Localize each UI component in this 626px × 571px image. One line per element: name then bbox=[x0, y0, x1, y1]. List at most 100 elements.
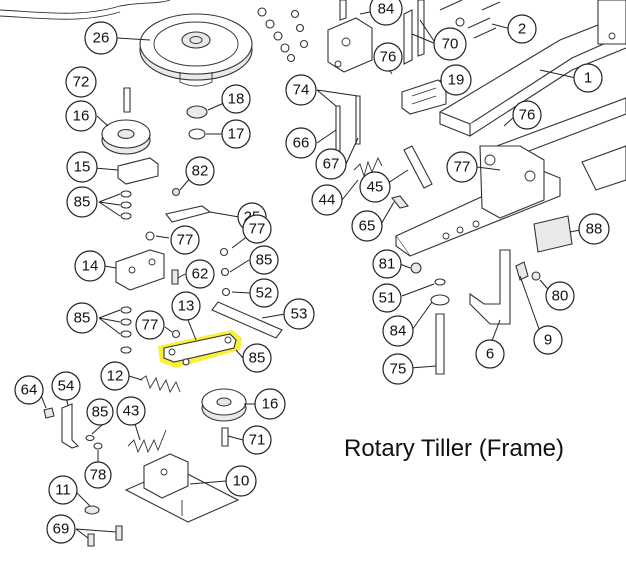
callout-16-lower: 16 bbox=[254, 388, 286, 420]
svg-text:51: 51 bbox=[379, 290, 396, 307]
svg-text:6: 6 bbox=[486, 346, 494, 363]
callout-14: 14 bbox=[74, 250, 106, 282]
hardware-stack-top bbox=[257, 7, 309, 63]
callout-44: 44 bbox=[311, 184, 343, 216]
callout-64: 64 bbox=[14, 375, 44, 405]
nut-11-drawing bbox=[84, 505, 100, 515]
spacer-17-drawing bbox=[188, 128, 206, 140]
svg-text:82: 82 bbox=[192, 163, 209, 180]
belt-drawing-edge bbox=[0, 11, 121, 20]
nut-77-a-drawing bbox=[145, 231, 155, 241]
bolt-69-b-drawing bbox=[115, 525, 123, 541]
bolt-65-drawing bbox=[391, 195, 409, 209]
callout-10: 10 bbox=[225, 465, 257, 497]
frame-1-drawing bbox=[395, 0, 626, 257]
washers-85-a-drawing bbox=[120, 190, 132, 220]
callout-51: 51 bbox=[372, 283, 402, 313]
bolt-66-drawing bbox=[335, 105, 341, 157]
svg-text:81: 81 bbox=[379, 256, 396, 273]
bolt-62-drawing bbox=[171, 269, 179, 285]
svg-text:62: 62 bbox=[192, 266, 209, 283]
callout-19: 19 bbox=[440, 64, 472, 96]
callout-62: 62 bbox=[185, 259, 215, 289]
svg-text:85: 85 bbox=[74, 194, 91, 211]
svg-text:66: 66 bbox=[293, 135, 310, 152]
callout-43: 43 bbox=[116, 396, 146, 426]
nut-82-drawing bbox=[171, 187, 181, 197]
washers-85-b-drawing bbox=[219, 247, 231, 297]
svg-text:76: 76 bbox=[380, 49, 397, 66]
svg-text:9: 9 bbox=[544, 332, 552, 349]
svg-text:54: 54 bbox=[58, 378, 75, 395]
svg-text:85: 85 bbox=[92, 404, 109, 421]
callout-13: 13 bbox=[171, 291, 201, 321]
arm-53-drawing bbox=[211, 301, 283, 339]
idler-pulley-16-top-drawing bbox=[101, 119, 151, 155]
svg-text:85: 85 bbox=[249, 350, 266, 367]
svg-text:77: 77 bbox=[177, 232, 194, 249]
svg-text:13: 13 bbox=[178, 298, 195, 315]
callout-74: 74 bbox=[285, 74, 317, 106]
callout-54: 54 bbox=[51, 371, 81, 401]
callout-75: 75 bbox=[382, 353, 414, 385]
svg-text:77: 77 bbox=[249, 221, 266, 238]
idler-pulley-16-lower-drawing bbox=[201, 388, 247, 422]
bolt-67-drawing bbox=[355, 95, 361, 145]
svg-text:14: 14 bbox=[82, 258, 99, 275]
nut-78-drawing bbox=[93, 442, 103, 450]
bolts-70-drawing bbox=[403, 0, 501, 65]
callout-1: 1 bbox=[573, 63, 603, 93]
belt-drawing bbox=[0, 0, 171, 14]
diagram-title: Rotary Tiller (Frame) bbox=[344, 435, 564, 462]
spring-43-drawing bbox=[127, 429, 167, 454]
callout-15: 15 bbox=[66, 151, 98, 183]
svg-text:65: 65 bbox=[359, 218, 376, 235]
bracket-15-drawing bbox=[117, 157, 159, 185]
svg-text:75: 75 bbox=[390, 361, 407, 378]
svg-text:84: 84 bbox=[390, 323, 407, 340]
svg-text:85: 85 bbox=[74, 310, 91, 327]
bolt-71-drawing bbox=[221, 427, 229, 447]
svg-text:78: 78 bbox=[90, 467, 107, 484]
bracket-84-drawing bbox=[327, 0, 373, 73]
callout-80: 80 bbox=[545, 281, 575, 311]
svg-text:67: 67 bbox=[323, 156, 340, 173]
svg-text:85: 85 bbox=[256, 252, 273, 269]
spring-44-drawing bbox=[353, 156, 383, 178]
callout-45: 45 bbox=[359, 171, 391, 203]
svg-text:84: 84 bbox=[378, 1, 395, 18]
svg-text:1: 1 bbox=[584, 70, 592, 87]
nut-80-drawing bbox=[531, 271, 541, 281]
bracket-19-drawing bbox=[401, 79, 447, 115]
decal-88-drawing bbox=[533, 215, 573, 253]
bolt-75-drawing bbox=[435, 313, 445, 375]
bracket-14-drawing bbox=[115, 249, 165, 291]
callout-78: 78 bbox=[84, 461, 112, 489]
plate-25-drawing bbox=[165, 205, 212, 223]
svg-text:77: 77 bbox=[142, 317, 159, 334]
callout-26: 26 bbox=[84, 21, 118, 55]
nut-81-drawing bbox=[410, 262, 422, 274]
svg-text:69: 69 bbox=[53, 521, 70, 538]
svg-text:26: 26 bbox=[93, 30, 110, 47]
callout-65: 65 bbox=[351, 210, 383, 242]
svg-text:2: 2 bbox=[518, 21, 526, 38]
bolt-64-drawing bbox=[43, 407, 55, 419]
callout-88: 88 bbox=[578, 213, 610, 245]
svg-text:52: 52 bbox=[256, 285, 273, 302]
callout-84-top: 84 bbox=[369, 0, 403, 26]
spacer-84-drawing bbox=[430, 294, 450, 306]
callout-16-top: 16 bbox=[65, 100, 97, 132]
callout-84-lower: 84 bbox=[382, 315, 414, 347]
svg-text:45: 45 bbox=[367, 179, 384, 196]
callout-18: 18 bbox=[221, 84, 251, 114]
svg-text:17: 17 bbox=[228, 126, 245, 143]
callout-52: 52 bbox=[249, 278, 279, 308]
callout-71: 71 bbox=[242, 425, 272, 455]
svg-text:70: 70 bbox=[442, 36, 459, 53]
svg-text:88: 88 bbox=[586, 221, 603, 238]
callout-69: 69 bbox=[46, 514, 76, 544]
callout-76-top: 76 bbox=[373, 42, 403, 72]
